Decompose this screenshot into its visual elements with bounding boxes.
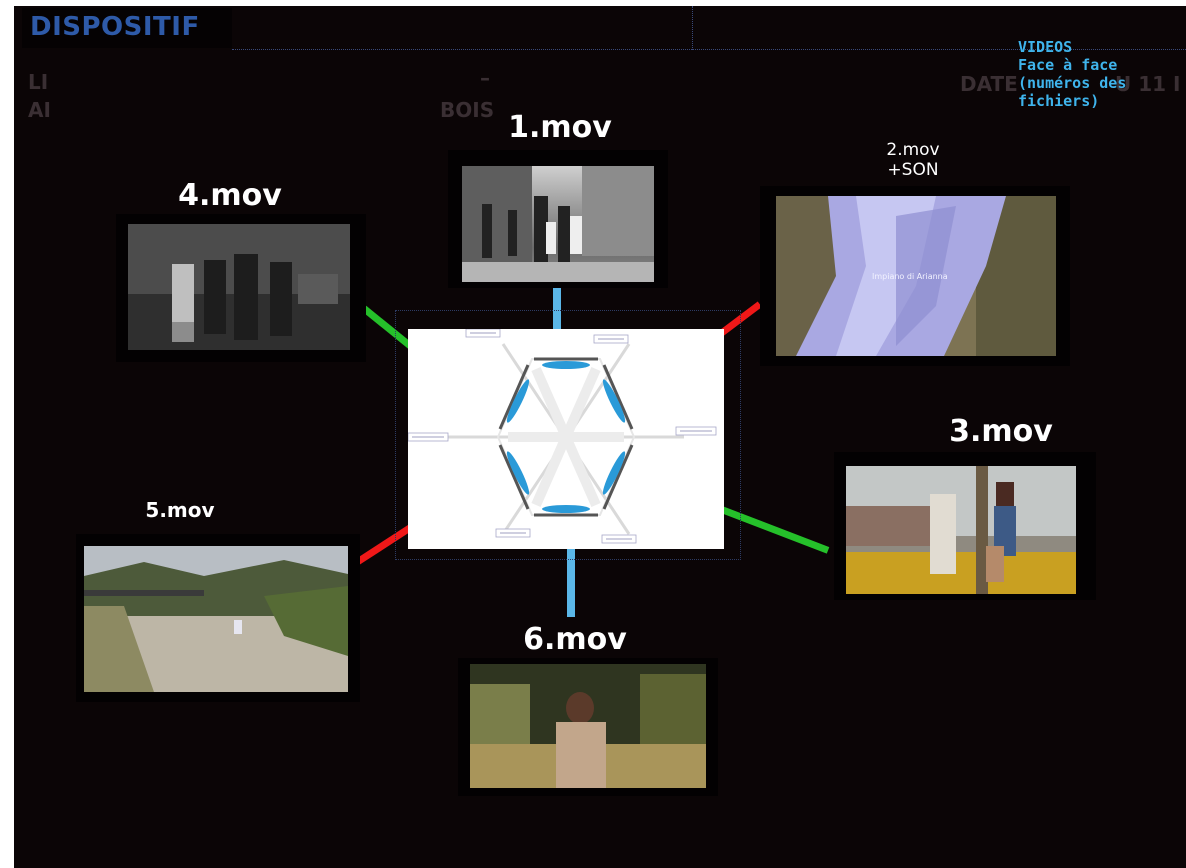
video-label-3: 3.mov bbox=[949, 414, 1053, 449]
video-thumbnail-6[interactable] bbox=[470, 664, 706, 788]
video-thumbnail-1-art bbox=[462, 166, 654, 282]
installation-plan bbox=[407, 328, 724, 549]
ghost-text-ai: AI bbox=[28, 98, 51, 122]
video-thumbnail-2-art bbox=[776, 196, 1056, 356]
ghost-text-li: LI bbox=[28, 70, 49, 94]
ghost-text-bois: BOIS bbox=[440, 98, 495, 122]
video-label-4: 4.mov bbox=[178, 178, 282, 213]
video-label-1: 1.mov bbox=[508, 110, 612, 145]
slide-title: DISPOSITIF bbox=[30, 12, 200, 42]
video-thumbnail-3[interactable] bbox=[846, 466, 1076, 594]
video-label-2-sound: +SON bbox=[887, 160, 939, 180]
header-divider-left bbox=[232, 49, 692, 50]
title-strip bbox=[22, 8, 232, 48]
video-thumbnail-2[interactable]: Impiano di Arianna bbox=[776, 196, 1056, 356]
videos-note-line: VIDEOS bbox=[1018, 38, 1073, 56]
videos-note-line: (numéros des bbox=[1018, 74, 1127, 92]
header-divider-right bbox=[692, 49, 1186, 50]
video-label-2-name: 2.mov bbox=[886, 140, 940, 160]
installation-plan-svg bbox=[407, 328, 717, 544]
ghost-text-date: DATE bbox=[960, 72, 1018, 96]
video-thumbnail-4-art bbox=[128, 224, 350, 350]
video-thumbnail-5-art bbox=[84, 546, 348, 692]
video-label-5: 5.mov bbox=[145, 498, 215, 522]
videos-note-line: fichiers) bbox=[1018, 92, 1100, 110]
video-thumbnail-4[interactable] bbox=[128, 224, 350, 350]
diagram-frame bbox=[395, 310, 741, 560]
videos-note: VIDEOS Face à face (numéros des fichiers… bbox=[1018, 38, 1178, 110]
video-thumbnail-5[interactable] bbox=[84, 546, 348, 692]
videos-note-line: Face à face bbox=[1018, 56, 1118, 74]
video-thumbnail-1[interactable] bbox=[462, 166, 654, 282]
ghost-text-date-tail: U 11 I bbox=[1115, 72, 1181, 96]
header-divider-vertical bbox=[692, 6, 693, 50]
video-label-6: 6.mov bbox=[523, 622, 627, 657]
ghost-text-dash: – bbox=[480, 66, 490, 90]
video-thumbnail-3-art bbox=[846, 466, 1076, 594]
video-label-2: 2.mov +SON bbox=[858, 140, 968, 180]
video-2-caption: Impiano di Arianna bbox=[872, 272, 948, 281]
video-thumbnail-6-art bbox=[470, 664, 706, 788]
